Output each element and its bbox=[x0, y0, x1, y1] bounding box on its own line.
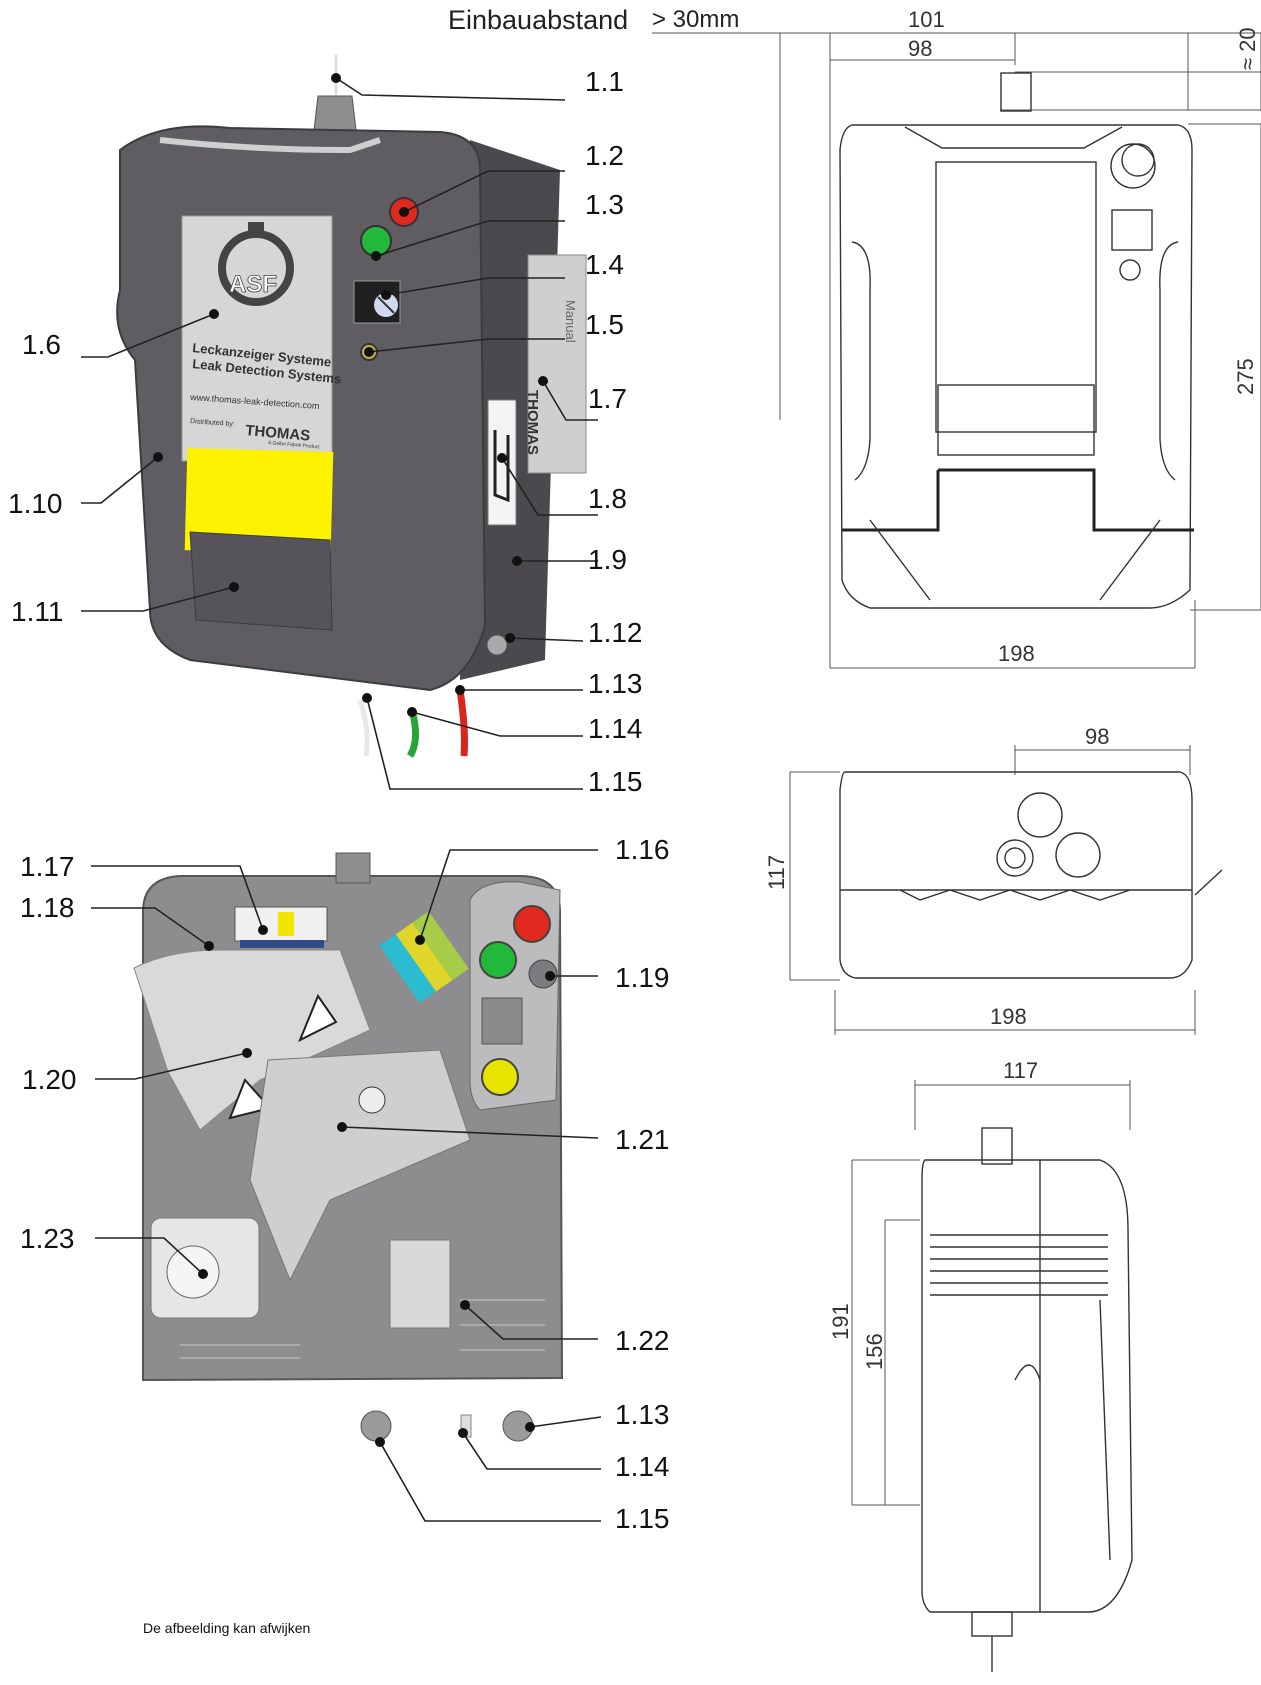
ground-icon bbox=[358, 1086, 386, 1114]
disclaimer-note: De afbeelding kan afwijken bbox=[143, 1620, 310, 1636]
interior-green-led-icon bbox=[479, 941, 517, 979]
callout-1-19: 1.19 bbox=[615, 962, 670, 993]
side-vent-slots bbox=[930, 1234, 1108, 1296]
white-hose bbox=[357, 699, 370, 757]
photo-leaders bbox=[81, 73, 598, 790]
label-distributed: Distributed by: bbox=[190, 418, 235, 428]
terminal-base bbox=[240, 940, 324, 948]
front-view-drawing: 101 98 ≈ 20 275 198 bbox=[779, 7, 1261, 669]
top-view-drawing: 98 117 198 bbox=[764, 724, 1223, 1035]
interior-callouts: 1.16 1.17 1.18 1.19 1.20 1.21 1.23 1.22 … bbox=[20, 834, 670, 1534]
interior-gland-icon bbox=[335, 852, 371, 884]
callout-1-21: 1.21 bbox=[615, 1124, 670, 1155]
dim-98-front: 98 bbox=[908, 36, 932, 61]
dim-101: 101 bbox=[908, 7, 945, 32]
vent-slots bbox=[180, 1299, 545, 1359]
asf-logo-top bbox=[248, 222, 264, 232]
callout-1-17: 1.17 bbox=[20, 851, 75, 882]
side-view-drawing: 117 191 156 bbox=[828, 1058, 1133, 1672]
mute-icon-slash bbox=[377, 296, 395, 314]
red-hose bbox=[456, 689, 468, 757]
device-photo: Manual THOMAS ASF Leckanzeiger Systeme L… bbox=[116, 55, 587, 758]
callout-1-13: 1.13 bbox=[588, 668, 643, 699]
callout-1-5: 1.5 bbox=[585, 309, 624, 340]
screw-icon bbox=[486, 634, 508, 656]
callout-1-14: 1.14 bbox=[588, 713, 643, 744]
pump-assembly bbox=[249, 1049, 471, 1282]
callout-1-18: 1.18 bbox=[20, 892, 75, 923]
installation-distance-title: Einbauabstand bbox=[448, 5, 628, 35]
colored-terminal-block bbox=[379, 911, 469, 1004]
dim-198-front: 198 bbox=[998, 641, 1035, 666]
callout-1-15: 1.15 bbox=[588, 766, 643, 797]
interior-yellow-led-icon bbox=[481, 1058, 519, 1096]
callout-1-3: 1.3 bbox=[585, 189, 624, 220]
connector-1-15-icon bbox=[360, 1410, 392, 1442]
hot-surface-warning-icon bbox=[228, 1078, 272, 1120]
callout-1-7: 1.7 bbox=[588, 383, 627, 414]
manual-brand-text: THOMAS bbox=[524, 390, 541, 455]
callout-1-8: 1.8 bbox=[588, 483, 627, 514]
callout-1-12: 1.12 bbox=[588, 617, 643, 648]
asf-logo-text: ASF bbox=[229, 271, 277, 298]
dim-117-top: 117 bbox=[764, 855, 789, 890]
manual-tab-text: Manual bbox=[563, 300, 578, 343]
dim-275: 275 bbox=[1233, 358, 1258, 395]
callout-1-4: 1.4 bbox=[585, 249, 624, 280]
high-voltage-warning-icon bbox=[298, 993, 338, 1043]
label-plate bbox=[181, 215, 333, 462]
dim-191: 191 bbox=[828, 1303, 853, 1340]
label-brand: THOMAS bbox=[245, 422, 311, 445]
dim-117-side: 117 bbox=[1003, 1058, 1038, 1083]
terminal-yellow bbox=[278, 912, 294, 936]
cable-gland-icon bbox=[313, 95, 357, 131]
label-brand-sub: A Gelbe Fabrik Product bbox=[268, 440, 321, 451]
dim-198-top: 198 bbox=[990, 1004, 1027, 1029]
dim-156: 156 bbox=[862, 1333, 887, 1370]
callout-1-22: 1.22 bbox=[615, 1325, 670, 1356]
callout-1-2: 1.2 bbox=[585, 140, 624, 171]
dim-20: ≈ 20 bbox=[1235, 27, 1260, 70]
callout-1-15-interior: 1.15 bbox=[615, 1503, 670, 1534]
callout-1-14-interior: 1.14 bbox=[615, 1451, 670, 1482]
interior-switch bbox=[481, 997, 523, 1045]
photo-callouts: 1.1 1.2 1.3 1.4 1.5 1.6 1.7 1.8 1.9 1.10… bbox=[8, 66, 643, 797]
callout-1-9: 1.9 bbox=[588, 544, 627, 575]
power-supply-cover bbox=[133, 949, 371, 1131]
pressure-sensor-dial bbox=[166, 1245, 220, 1299]
yellow-warning-sticker bbox=[184, 448, 334, 554]
callout-1-10: 1.10 bbox=[8, 488, 63, 519]
dim-98-top: 98 bbox=[1085, 724, 1109, 749]
device-interior bbox=[133, 852, 564, 1442]
asf-logo-ring bbox=[218, 230, 294, 306]
terminal-cover bbox=[189, 531, 333, 631]
valve-block bbox=[389, 1239, 451, 1329]
callout-1-23: 1.23 bbox=[20, 1223, 75, 1254]
interior-red-led-icon bbox=[513, 905, 551, 943]
callout-1-13-interior: 1.13 bbox=[615, 1399, 670, 1430]
callout-1-1: 1.1 bbox=[585, 66, 624, 97]
interior-leaders bbox=[91, 849, 602, 1522]
callout-1-20: 1.20 bbox=[22, 1064, 77, 1095]
installation-clearance: > 30mm bbox=[652, 6, 739, 33]
callout-1-16: 1.16 bbox=[615, 834, 670, 865]
manual-tab bbox=[527, 254, 587, 474]
housing-top-highlight bbox=[159, 137, 381, 154]
callout-1-6: 1.6 bbox=[22, 329, 61, 360]
callout-1-11: 1.11 bbox=[11, 596, 63, 627]
